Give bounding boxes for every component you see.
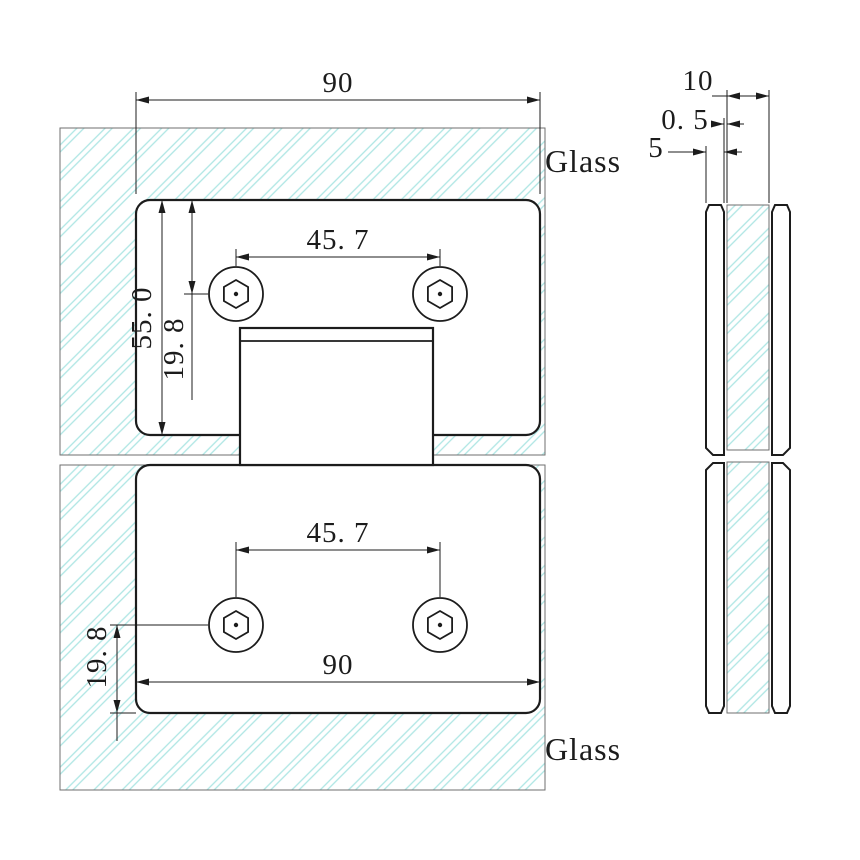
dimension-width-top: 90: [135, 67, 541, 194]
glass-label-bottom: Glass: [545, 731, 621, 767]
dimension-plate-thickness: 5: [648, 132, 742, 203]
dim-text-glass-thickness: 10: [683, 65, 714, 97]
leaf-profile-right-lower: [771, 462, 791, 714]
dim-text-plate-height: 55. 0: [126, 287, 158, 350]
dimension-width-bottom: 90: [136, 649, 540, 686]
dimension-plate-height: 55. 0: [126, 200, 166, 435]
glass-label-top: Glass: [545, 143, 621, 179]
leaf-profile-left-lower: [705, 462, 725, 714]
glass-edge-top: [726, 204, 770, 451]
dimension-glass-thickness: 10: [683, 65, 770, 203]
dim-text-width-bottom: 90: [323, 649, 354, 681]
dim-text-hole-spacing-bottom: 45. 7: [307, 517, 370, 549]
dimension-hole-spacing-top: 45. 7: [235, 224, 441, 266]
screw-hole-top-right: [412, 266, 468, 322]
leaf-profile-right-upper: [771, 204, 791, 456]
dim-text-width-top: 90: [323, 67, 354, 99]
screw-hole-top-left: [208, 266, 264, 322]
dimension-hole-offset-top: 19. 8: [158, 200, 208, 400]
front-view: 90 45. 7 55. 0 19. 8 45. 7: [59, 67, 621, 791]
screw-hole-bottom-right: [412, 597, 468, 653]
leaf-profile-left-upper: [705, 204, 725, 456]
screw-hole-bottom-left: [208, 597, 264, 653]
dim-text-hole-offset-bottom: 19. 8: [81, 626, 113, 689]
dim-text-hole-spacing-top: 45. 7: [307, 224, 370, 256]
glass-edge-bottom: [726, 461, 770, 714]
dimension-hole-spacing-bottom: 45. 7: [235, 517, 441, 597]
dim-text-gasket-gap: 0. 5: [661, 104, 709, 136]
side-view: 10 0. 5 5: [648, 65, 791, 714]
dim-text-plate-thickness: 5: [648, 132, 664, 164]
dimension-gasket-gap: 0. 5: [661, 104, 744, 203]
dim-text-hole-offset-top: 19. 8: [158, 318, 190, 381]
hinge-knuckle: [238, 326, 435, 467]
dimension-hole-offset-bottom: 19. 8: [81, 624, 208, 741]
